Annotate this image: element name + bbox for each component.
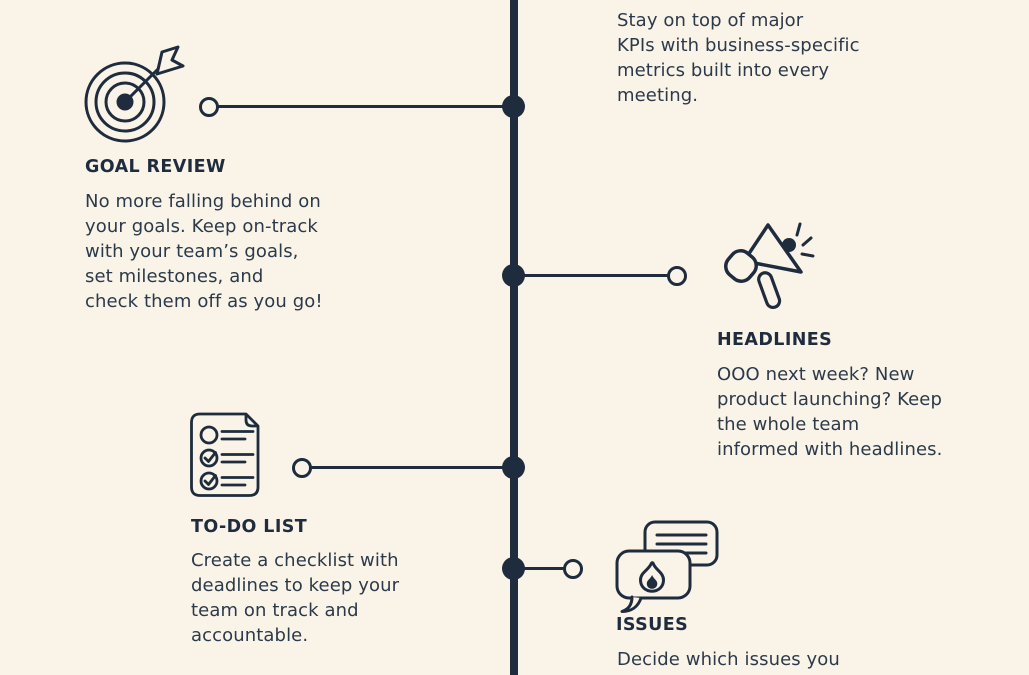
connector-end-circle-to-do-list [292, 458, 312, 478]
goal-review-title: GOAL REVIEW [85, 157, 226, 177]
to-do-list-body: Create a checklist with deadlines to kee… [191, 550, 400, 646]
chat-bubbles-flame-icon [615, 520, 719, 613]
timeline-node-issues [502, 557, 525, 580]
metrics-body: Stay on top of major KPIs with business-… [617, 10, 860, 106]
timeline-node-headlines [502, 264, 525, 287]
headlines-body: OOO next week? New product launching? Ke… [717, 364, 943, 460]
connector-headlines [516, 274, 670, 277]
megaphone-icon [724, 222, 815, 310]
issues-body: Decide which issues you [617, 649, 840, 670]
timeline-spine [510, 0, 518, 675]
to-do-list-title: TO-DO LIST [191, 517, 308, 537]
timeline-node-goal-review [502, 95, 525, 118]
connector-end-circle-headlines [667, 266, 687, 286]
target-dart-icon [84, 45, 185, 143]
goal-review-body: No more falling behind on your goals. Ke… [85, 191, 323, 312]
connector-end-circle-goal-review [199, 97, 219, 117]
connector-goal-review [216, 105, 512, 108]
timeline-node-to-do-list [502, 456, 525, 479]
headlines-title: HEADLINES [717, 330, 833, 350]
connector-end-circle-issues [563, 559, 583, 579]
issues-title: ISSUES [616, 615, 689, 635]
connector-issues [516, 567, 565, 570]
checklist-document-icon [190, 412, 260, 497]
connector-to-do-list [309, 466, 512, 469]
